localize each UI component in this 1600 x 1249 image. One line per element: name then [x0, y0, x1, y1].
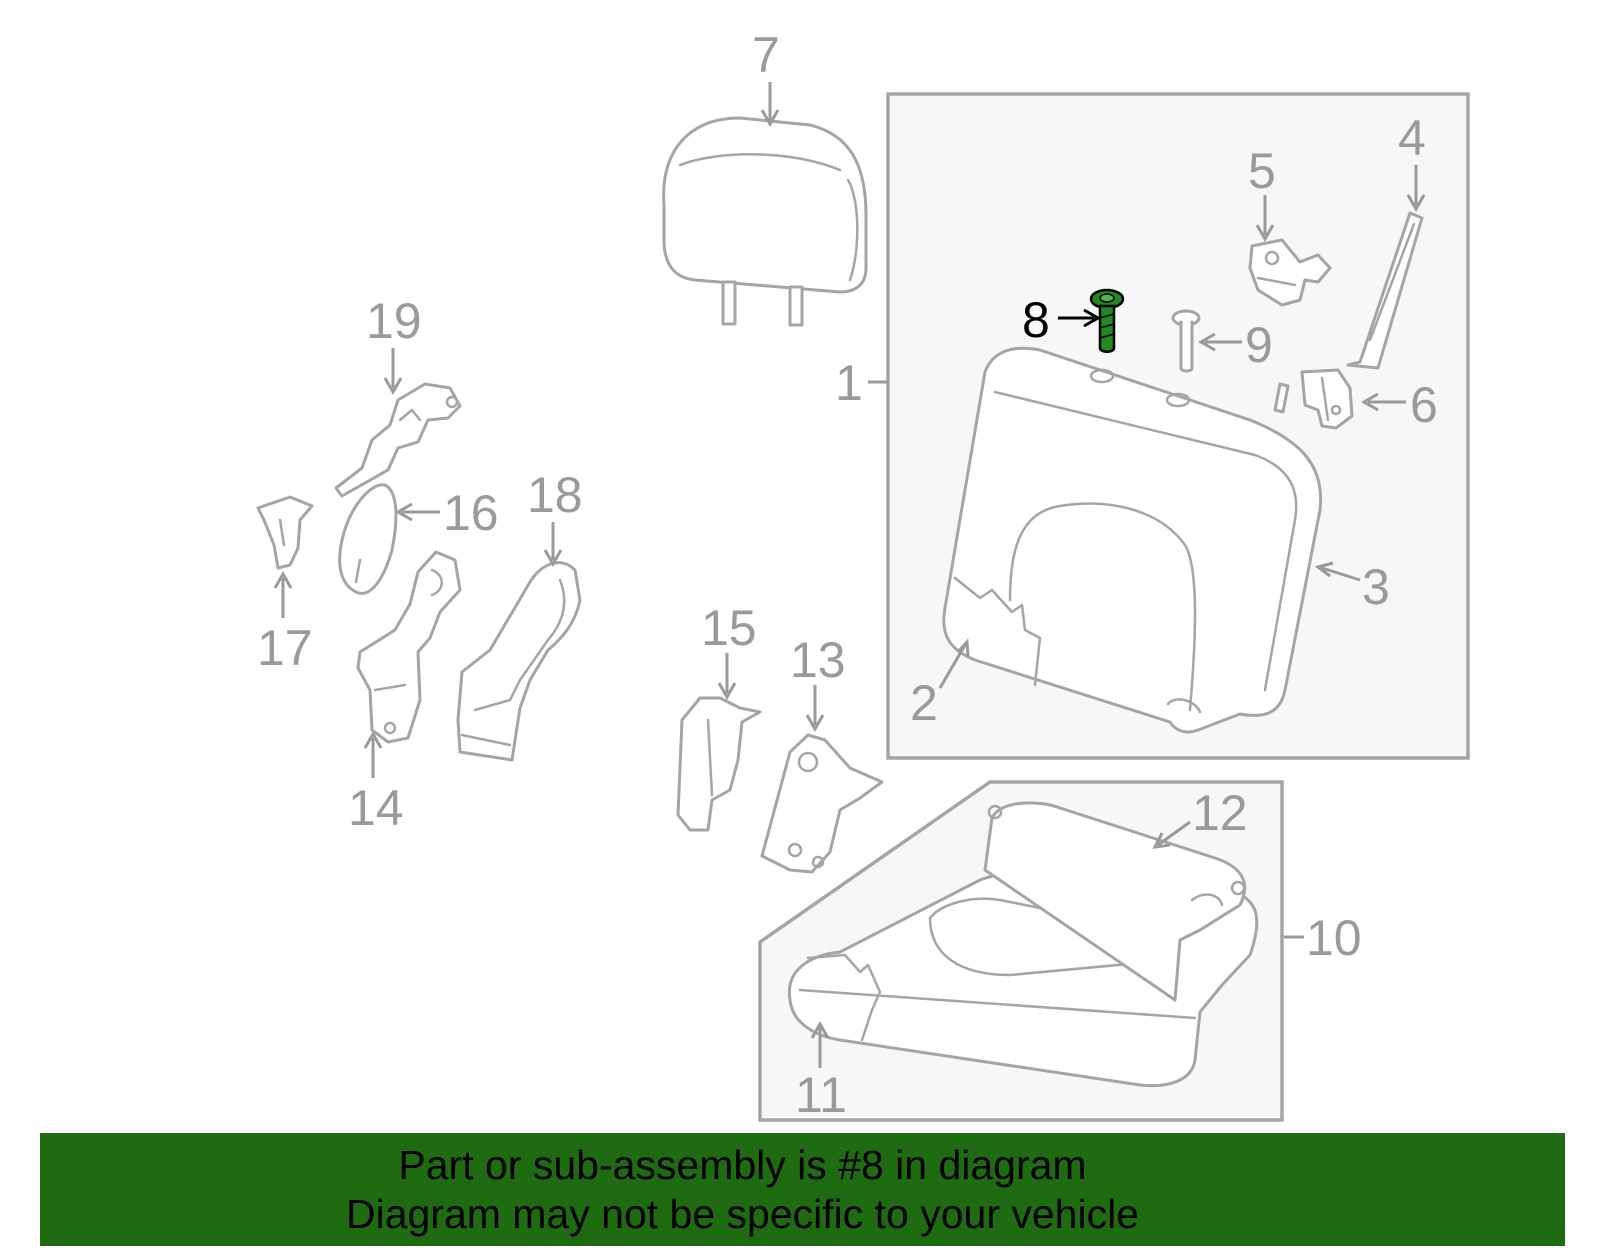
- lock-mechanism-part[interactable]: [334, 382, 462, 498]
- leader-13: [805, 685, 825, 733]
- leader-9: [1197, 332, 1242, 352]
- side-trim-part[interactable]: [456, 561, 582, 762]
- leader-15: [717, 653, 737, 701]
- callout-12: 12: [1192, 785, 1248, 841]
- bolt-part[interactable]: [1171, 309, 1201, 373]
- callout-8: 8: [1022, 292, 1050, 348]
- leader-11: [810, 1020, 830, 1068]
- leader-14: [363, 730, 383, 778]
- seat-cushion-part[interactable]: [787, 801, 1259, 1088]
- trim-strip-part[interactable]: [1346, 211, 1424, 370]
- trim-bracket-part[interactable]: [676, 696, 762, 832]
- callout-16: 16: [443, 485, 499, 541]
- leader-2: [938, 638, 970, 689]
- leader-12: [1152, 820, 1191, 849]
- callout-17: 17: [257, 620, 313, 676]
- callout-3: 3: [1362, 559, 1390, 615]
- callout-11: 11: [795, 1067, 847, 1123]
- callout-6: 6: [1410, 377, 1438, 433]
- clip-part[interactable]: [256, 495, 314, 570]
- hinge-plate-part[interactable]: [760, 733, 884, 874]
- leader-7: [760, 82, 780, 128]
- callout-13: 13: [790, 632, 846, 688]
- leader-18: [543, 522, 563, 568]
- headrest-part[interactable]: [662, 116, 868, 327]
- callout-1: 1: [835, 355, 863, 411]
- callout-18: 18: [527, 467, 583, 523]
- banner-line-1: Part or sub-assembly is #8 in diagram: [398, 1142, 1087, 1188]
- seat-back-part[interactable]: [942, 346, 1323, 734]
- callout-19: 19: [366, 293, 422, 349]
- leader-19: [383, 348, 403, 396]
- callout-7: 7: [752, 27, 780, 83]
- info-banner: Part or sub-assembly is #8 in diagram Di…: [40, 1133, 1565, 1246]
- leader-16: [394, 502, 440, 522]
- latch-bracket-part[interactable]: [1248, 238, 1332, 307]
- callout-4: 4: [1398, 110, 1426, 166]
- leader-3: [1314, 561, 1361, 582]
- callout-5: 5: [1248, 143, 1276, 199]
- leader-8: [1058, 308, 1102, 328]
- cover-part[interactable]: [338, 483, 398, 595]
- callout-2: 2: [910, 675, 938, 731]
- leader-17: [273, 570, 293, 618]
- leader-6: [1360, 392, 1406, 412]
- callout-15: 15: [701, 600, 757, 656]
- callout-9: 9: [1245, 317, 1273, 373]
- leader-4: [1406, 165, 1426, 213]
- callout-14: 14: [348, 780, 404, 836]
- banner-line-2: Diagram may not be specific to your vehi…: [345, 1191, 1139, 1237]
- leader-5: [1255, 195, 1275, 243]
- screw-part-highlighted[interactable]: [1089, 288, 1125, 353]
- side-bracket-part[interactable]: [356, 550, 462, 744]
- hinge-bracket-part[interactable]: [1300, 368, 1354, 430]
- callout-10: 10: [1306, 910, 1362, 966]
